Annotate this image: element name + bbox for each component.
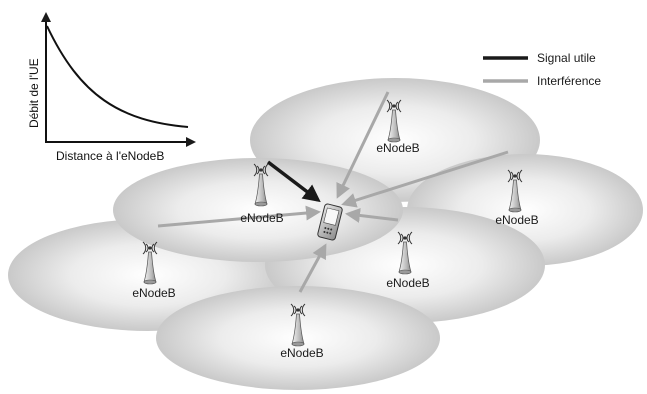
- interference-arrow-top: [336, 91, 390, 199]
- interference-arrow-center-right: [345, 207, 399, 223]
- interference-arrow-bottom: [298, 243, 327, 293]
- inset-y-label: Débit de l'UE: [27, 58, 41, 128]
- legend-interference-label: Interférence: [537, 74, 601, 88]
- legend-signal-label: Signal utile: [537, 51, 596, 65]
- legend: Signal utile Interférence: [483, 51, 601, 88]
- mobile-phone-icon: [317, 203, 343, 241]
- interference-arrow-left: [157, 205, 321, 228]
- station-label-bottom: eNodeB: [280, 346, 323, 360]
- station-label-center-right: eNodeB: [386, 276, 429, 290]
- station-label-right: eNodeB: [495, 213, 538, 227]
- station-label-left: eNodeB: [132, 286, 175, 300]
- station-label-top: eNodeB: [376, 141, 419, 155]
- inset-x-label: Distance à l'eNodeB: [56, 149, 164, 163]
- station-label-serving: eNodeB: [240, 211, 283, 225]
- interference-links: [157, 91, 509, 293]
- inset-chart: Débit de l'UE Distance à l'eNodeB: [27, 12, 196, 163]
- interference-arrow-right: [341, 150, 509, 208]
- signal-arrow-serving: [266, 160, 321, 203]
- inset-throughput-curve: [46, 25, 189, 128]
